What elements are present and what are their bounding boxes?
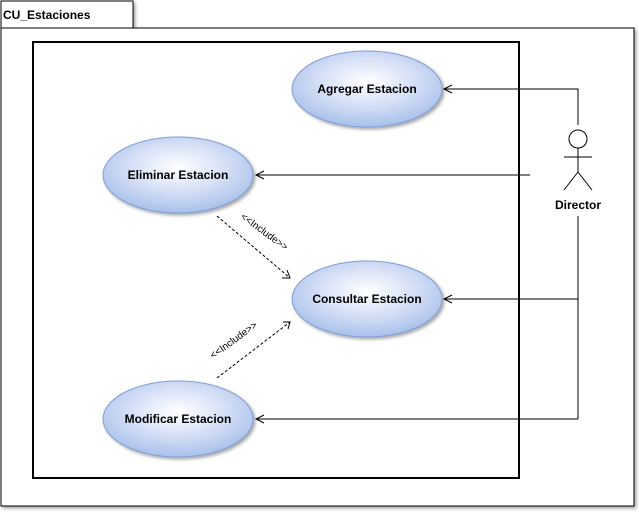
use-case-eliminar[interactable]: Eliminar Estacion [102, 136, 254, 214]
associations [254, 84, 579, 424]
use-case-eliminar-label: Eliminar Estacion [128, 168, 229, 182]
include-arrowhead-eliminar [282, 269, 291, 279]
use-case-consultar[interactable]: Consultar Estacion [291, 260, 443, 338]
use-case-modificar-label: Modificar Estacion [125, 412, 232, 426]
actor-director[interactable] [563, 129, 593, 191]
actor-left-leg [563, 171, 579, 191]
use-case-agregar[interactable]: Agregar Estacion [291, 50, 443, 128]
include-dependencies [216, 215, 291, 379]
arrowhead-consultar [442, 294, 453, 304]
arrowhead-eliminar [254, 170, 265, 180]
actor-right-leg [577, 171, 593, 191]
use-case-consultar-label: Consultar Estacion [312, 292, 421, 306]
arrowhead-agregar [442, 84, 453, 94]
include-line-eliminar [216, 215, 291, 279]
arrowhead-modificar [254, 414, 265, 424]
include-arrowhead-modificar [283, 321, 291, 330]
association-agregar [444, 88, 579, 125]
package-name: CU_Estaciones [3, 8, 91, 22]
use-case-agregar-label: Agregar Estacion [317, 82, 416, 96]
actor-head [568, 129, 588, 149]
include-line-modificar [216, 321, 291, 379]
use-case-modificar[interactable]: Modificar Estacion [102, 380, 254, 458]
actor-name: Director [555, 198, 601, 212]
